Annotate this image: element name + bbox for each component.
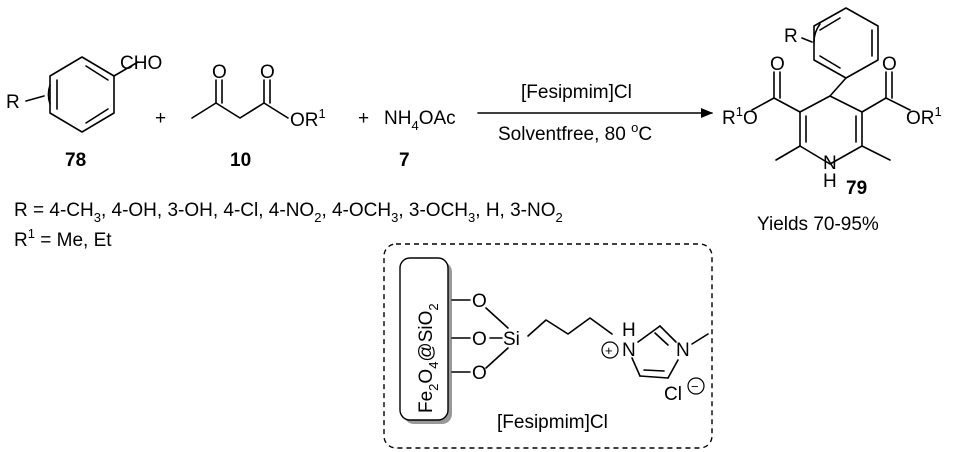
ketoester-structure: O O OR1: [191, 62, 326, 131]
r-list-segment: 3: [391, 210, 398, 225]
catalyst-structure: Fe2O4@SiO2 O O O Si H N + N Cl − [Fesipm…: [383, 243, 713, 449]
aldehyde-cho-label: CHO: [120, 53, 162, 74]
plus-sign-2: +: [358, 108, 369, 129]
r-list-segment: 2: [314, 210, 321, 225]
catalyst-nh-h: H: [622, 320, 636, 341]
catalyst-label: [Fesipmim]Cl: [521, 82, 632, 103]
catalyst-o1: O: [472, 291, 487, 312]
r-list-segment: 3: [468, 210, 475, 225]
r-list-segment: 2: [556, 210, 563, 225]
product-nh-h: H: [823, 171, 837, 192]
conditions-label: Solventfree, 80 oC: [498, 120, 652, 145]
ester-o-label: O: [260, 62, 275, 83]
r1-substituent-list: R1 = Me, Et: [14, 226, 112, 251]
catalyst-chloride: Cl: [664, 384, 682, 405]
yields-label: Yields 70-95%: [757, 214, 879, 235]
r-list-segment: 3: [94, 210, 101, 225]
product-right-ester-label: OR1: [906, 104, 942, 129]
support-label: Fe2O4@SiO2: [416, 303, 441, 413]
compound-10-number: 10: [230, 150, 251, 171]
minus-charge: −: [691, 379, 699, 394]
ketone-o-label: O: [212, 62, 227, 83]
catalyst-o3: O: [472, 363, 487, 384]
dihydropyridine-structure: R O R1O O OR1 N H: [722, 7, 942, 192]
product-nh-n: N: [823, 153, 837, 174]
r-list-segment: , H, 3-NO: [475, 200, 555, 221]
plus-sign-1: +: [155, 108, 166, 129]
ammonium-acetate-label: NH4OAc: [384, 108, 456, 133]
r-substituent-list: R = 4-CH3, 4-OH, 3-OH, 4-Cl, 4-NO2, 4-OC…: [14, 200, 563, 225]
benzaldehyde-structure: R CHO: [6, 53, 162, 133]
aldehyde-r-label: R: [6, 92, 20, 113]
product-right-carbonyl-o: O: [882, 54, 897, 75]
catalyst-name-label: [Fesipmim]Cl: [497, 412, 608, 433]
r-list-segment: , 3-OCH: [398, 200, 468, 221]
product-left-carbonyl-o: O: [770, 54, 785, 75]
r-list-segment: R = 4-CH: [14, 200, 94, 221]
r-list-segment: , 4-OCH: [321, 200, 391, 221]
support-pill: [399, 257, 449, 421]
catalyst-n-methyl: N: [676, 340, 690, 361]
product-r-label: R: [784, 26, 798, 47]
catalyst-n-plus: N: [622, 340, 636, 361]
ester-or1-label: OR1: [290, 106, 326, 131]
compound-7-number: 7: [399, 150, 410, 171]
plus-charge: +: [605, 343, 613, 358]
compound-78-number: 78: [65, 150, 86, 171]
catalyst-si: Si: [503, 329, 520, 350]
r-list-segment: , 4-OH, 3-OH, 4-Cl, 4-NO: [101, 200, 314, 221]
compound-79-number: 79: [846, 178, 867, 199]
product-left-ester-label: R1O: [722, 104, 758, 129]
catalyst-o2: O: [472, 329, 487, 350]
